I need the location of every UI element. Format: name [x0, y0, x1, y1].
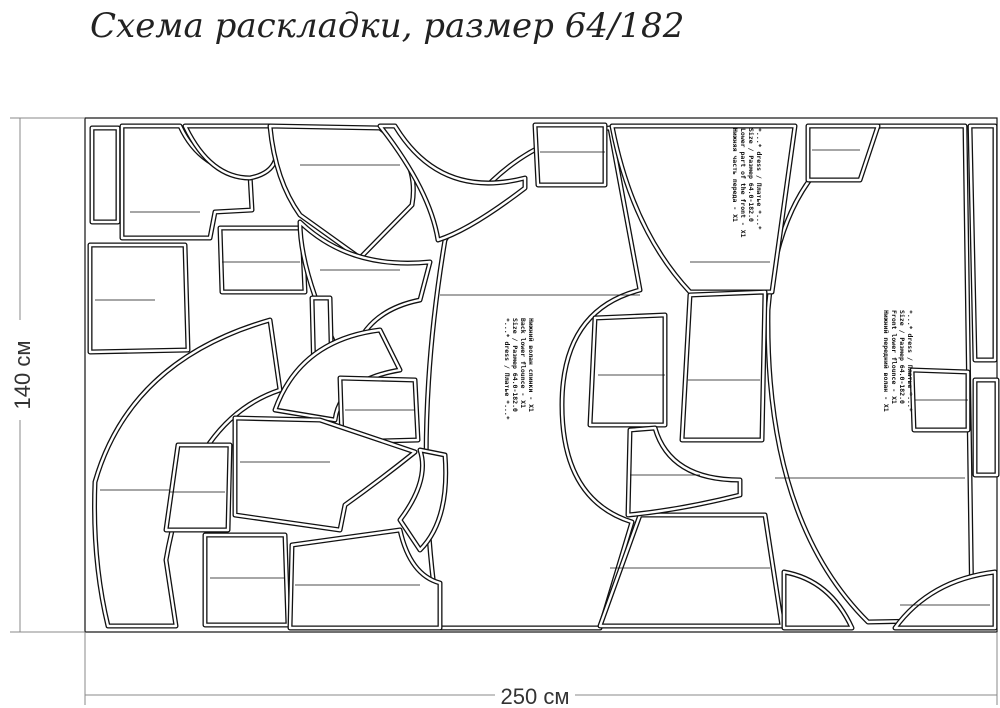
piece-outline	[609, 123, 798, 295]
small-rect-8	[909, 367, 971, 433]
bodice-piece	[232, 415, 418, 533]
label-line: Size / Размер 64.0-182.0	[747, 128, 755, 222]
small-rect-6	[587, 312, 668, 428]
seam-allowance-line	[766, 124, 974, 624]
front-lower-piece	[609, 123, 798, 295]
label-line: Front lower flounce - X1	[890, 310, 898, 404]
front-flounce-label: *...* dress / Платье *...* Size / Размер…	[882, 310, 914, 412]
label-line: Size / Размер 64.0-182.0	[511, 318, 519, 412]
seam-allowance-line	[626, 426, 742, 517]
narrow-strip-4	[972, 377, 1000, 478]
corner-piece-1	[781, 569, 855, 631]
dim-bg	[10, 320, 34, 420]
front-flounce-piece	[765, 123, 975, 625]
seam-allowance-line	[288, 528, 442, 630]
small-rect-1	[217, 225, 308, 295]
label-line: *...* dress / Платье *...*	[503, 318, 511, 420]
piece-outline	[532, 122, 608, 188]
label-line: Size / Размер 64.0-182.0	[898, 310, 906, 404]
label-line: Back lower flounce - X1	[519, 318, 527, 408]
label-line: Lower part of the front - X1	[739, 128, 747, 238]
small-piece-tr	[805, 123, 881, 183]
piece-outline	[679, 289, 768, 443]
seam-allowance-line	[533, 123, 607, 187]
seam-allowance-line	[893, 570, 997, 630]
left-panel	[87, 242, 191, 355]
seam-allowance-line	[398, 448, 447, 552]
piece-outline	[587, 312, 668, 428]
fabric-boundary	[84, 117, 998, 633]
corner-piece-2	[892, 569, 998, 631]
seam-allowance-line	[93, 318, 282, 628]
small-rect-2	[532, 122, 608, 188]
seam-allowance-line	[910, 368, 970, 432]
narrow-strip-3	[967, 123, 998, 363]
piece-outline	[202, 532, 291, 628]
pattern-pieces	[87, 122, 1000, 631]
layout-title: Схема раскладки, размер 64/182	[90, 6, 685, 46]
small-rect-4	[163, 442, 233, 533]
seam-allowance-line	[164, 443, 232, 532]
bodice-piece-2	[287, 527, 443, 631]
seam-allowance-line	[233, 416, 417, 532]
front-lower-label: *...* dress / Платье *...* Size / Размер…	[731, 128, 763, 238]
width-label: 250 см	[501, 684, 570, 708]
label-line: *...* dress / Платье *...*	[906, 310, 914, 412]
label-line: Нижняя часть переда - X1	[731, 128, 739, 222]
seam-allowance-line	[588, 313, 667, 427]
dim-bg	[495, 684, 575, 708]
seam-allowance-line	[378, 124, 527, 242]
seam-allowance-line	[338, 376, 420, 444]
seam-allowance-line	[806, 124, 880, 182]
label-line: Нижний волан спинки - X1	[527, 318, 535, 412]
seam-allowance-line	[218, 226, 307, 294]
small-rect-3	[337, 375, 421, 445]
seam-allowance-line	[968, 124, 997, 362]
narrow-strip-1	[89, 125, 121, 225]
height-label: 140 см	[10, 341, 35, 410]
seam-allowance-line	[973, 378, 999, 477]
curve-piece-5	[625, 425, 743, 518]
label-line: *...* dress / Платье *...*	[755, 128, 763, 230]
piece-outline	[972, 377, 1000, 478]
curve-piece-4	[397, 447, 449, 553]
piece-outline	[217, 225, 308, 295]
seam-allowance-line	[90, 126, 120, 224]
small-rect-5	[202, 532, 291, 628]
seam-allowance-line	[298, 220, 432, 352]
seam-allowance-line	[680, 290, 767, 442]
small-rect-7	[679, 289, 768, 443]
piece-outline	[87, 242, 191, 355]
curve-piece-2	[377, 123, 528, 243]
label-line: Нижний передний волан - X1	[882, 310, 890, 412]
seam-allowance-line	[88, 243, 190, 354]
back-flounce-label: *...* dress / Платье *...* Size / Размер…	[503, 318, 535, 420]
piece-outline	[89, 125, 121, 225]
seam-allowance-line	[610, 124, 797, 294]
seam-allowance-line	[782, 570, 854, 630]
